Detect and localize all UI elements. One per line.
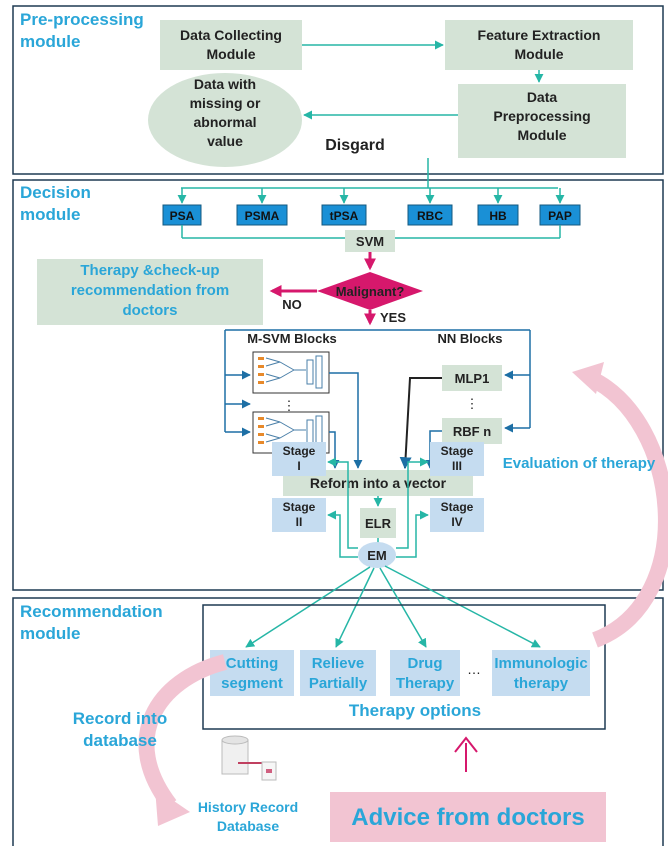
elr-label: ELR: [365, 516, 392, 531]
em-to-stage4-arrow: [396, 510, 429, 558]
option-drug-box: [390, 650, 460, 696]
malignant-label: Malignant?: [336, 284, 405, 299]
msvm-block-1: [252, 351, 330, 394]
options-ellipsis: …: [467, 661, 481, 677]
em-to-stage3-arrow: [396, 457, 429, 549]
recommendation-module-frame: [12, 597, 664, 846]
yes-label: YES: [380, 310, 406, 325]
svm-box: [345, 230, 395, 252]
feature-box-hb: [477, 204, 519, 226]
svm-label: SVM: [356, 234, 384, 249]
msvm1-to-reform-arrow: [329, 372, 363, 469]
missing-data-ellipse: [148, 73, 302, 167]
feature-label-hb: HB: [489, 209, 507, 223]
advice-label: Advice from doctors: [351, 804, 584, 831]
em-ellipse: [358, 542, 396, 568]
reform-vector-label: Reform into a vector: [310, 475, 447, 491]
em-to-relieve-arrow: [335, 567, 375, 648]
mlp-to-reform-arrow: [399, 377, 442, 470]
msvm2-to-reform-arrow: [329, 431, 340, 469]
elr-box: [360, 508, 396, 538]
em-to-immunologic-arrow: [384, 565, 541, 648]
em-to-stage1-arrow: [327, 457, 358, 549]
feature-extraction-box: [445, 20, 633, 70]
data-collecting-box: [160, 20, 302, 70]
record-curve-arrowhead: [155, 788, 190, 826]
mlp-box: [442, 365, 502, 391]
em-to-stage2-arrow: [327, 510, 358, 558]
em-label: EM: [367, 548, 387, 563]
malignant-diamond: [317, 272, 423, 310]
em-to-drug-arrow: [379, 567, 427, 648]
stage-2-box: [272, 498, 326, 532]
no-label: NO: [282, 297, 302, 312]
feature-label-tpsa: tPSA: [330, 209, 359, 223]
nn-ellipsis: ⋮: [466, 396, 479, 411]
evaluation-curve-arrow: [586, 370, 668, 648]
stage-1-box: [272, 442, 326, 476]
feature-label-psma: PSMA: [245, 209, 280, 223]
feature-label-pap: PAP: [548, 209, 572, 223]
svm-tree-icon: [258, 415, 323, 449]
stage-4-box: [430, 498, 484, 532]
advice-box: [330, 792, 606, 842]
therapy-options-label: Therapy options: [349, 701, 481, 720]
feature-box-rbc: [407, 204, 453, 226]
option-cutting-box: [210, 650, 294, 696]
rbf-label: RBF n: [453, 424, 491, 439]
evaluation-label: Evaluation of therapy: [503, 455, 656, 472]
feature-label-rbc: RBC: [417, 209, 443, 223]
rbf-box: [442, 418, 502, 444]
feature-boxes: PSA PSMA tPSA RBC HB PAP: [162, 204, 581, 226]
feature-box-psma: [236, 204, 288, 226]
option-relieve-box: [300, 650, 376, 696]
therapy-checkup-box: [37, 259, 263, 325]
svm-tree-icon: [258, 355, 323, 389]
disgard-label: Disgard: [325, 137, 385, 154]
decision-module-frame: [12, 179, 664, 591]
msvm-ellipsis: ⋮: [283, 398, 296, 413]
mlp-label: MLP1: [455, 371, 490, 386]
evaluation-curve-arrowhead: [572, 362, 604, 394]
nn-blocks-label: NN Blocks: [437, 331, 502, 346]
preprocessing-module-frame: [12, 5, 664, 175]
msvm-blocks-label: M-SVM Blocks: [247, 331, 337, 346]
feature-label-psa: PSA: [170, 209, 195, 223]
feature-box-tpsa: [321, 204, 367, 226]
advice-arrowhead: [454, 736, 478, 753]
em-to-cutting-arrow: [245, 566, 371, 648]
data-preprocessing-box: [458, 84, 626, 158]
option-immunologic-box: [492, 650, 590, 696]
feature-drop-arrows: [177, 188, 565, 204]
database-icon: [221, 735, 277, 781]
record-curve-arrow: [138, 654, 228, 810]
stage-3-box: [430, 442, 484, 476]
